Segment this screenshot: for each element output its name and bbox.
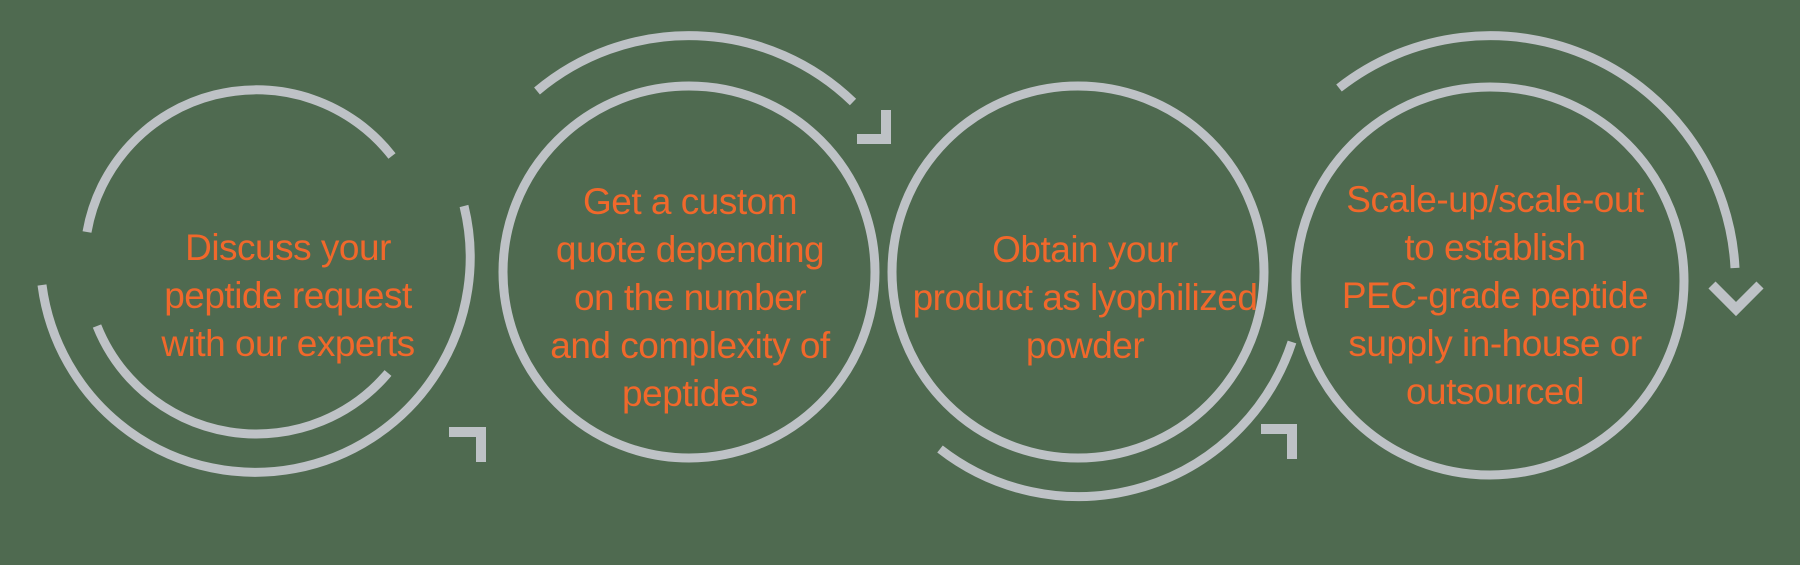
step-3-circle: [887, 81, 1269, 463]
step-4-line-5: outsourced: [1405, 371, 1585, 412]
step-2-swirl-arc: [534, 31, 857, 106]
step-4-line-3: PEC-grade peptide: [1341, 275, 1649, 316]
step-2-corner-arrow-down-right-icon: [857, 110, 891, 144]
step-4-line-1: Scale-up/scale-out: [1346, 179, 1644, 220]
step-4-circle: [1291, 82, 1689, 480]
step-4-chevron-down-icon: [1708, 281, 1764, 317]
step-3-corner-arrow-up-right-icon: [1261, 424, 1297, 459]
step-1-circle-top-arc: [82, 85, 396, 233]
step-2-circle: [498, 81, 880, 463]
step-2-circle-group: [498, 31, 891, 463]
step-3-line-2: product as lyophilized: [912, 277, 1258, 318]
step-3-line-1: Obtain your: [992, 229, 1178, 270]
step-4-swirl-arc: [1336, 31, 1740, 269]
step-4-line-2: to establish: [1404, 227, 1586, 268]
step-3-circle-group: [887, 81, 1297, 502]
step-4-label: Scale-up/scale-out to establish PEC-grad…: [1265, 176, 1725, 416]
step-2-line-3: on the number: [573, 277, 807, 318]
step-3-swirl-arc: [937, 340, 1297, 502]
step-3-label: Obtain your product as lyophilized powde…: [855, 226, 1315, 370]
step-1-line-1: Discuss your: [185, 227, 391, 268]
step-2-label: Get a custom quote depending on the numb…: [460, 178, 920, 418]
step-1-swirl-arc: [37, 204, 475, 477]
step-3-line-3: powder: [1025, 325, 1145, 366]
step-1-line-3: with our experts: [161, 323, 415, 364]
step-1-label: Discuss your peptide request with our ex…: [58, 224, 518, 368]
step-2-line-2: quote depending: [555, 229, 825, 270]
step-2-line-5: peptides: [622, 373, 758, 414]
step-1-circle-group: [37, 85, 486, 477]
step-4-circle-group: [1291, 31, 1764, 480]
step-1-line-2: peptide request: [164, 275, 412, 316]
step-2-line-1: Get a custom: [582, 181, 798, 222]
step-2-line-4: and complexity of: [550, 325, 830, 366]
step-4-line-4: supply in-house or: [1348, 323, 1642, 364]
step-1-corner-arrow-up-right-icon: [449, 427, 486, 462]
step-1-circle-bottom-arc: [92, 324, 392, 439]
